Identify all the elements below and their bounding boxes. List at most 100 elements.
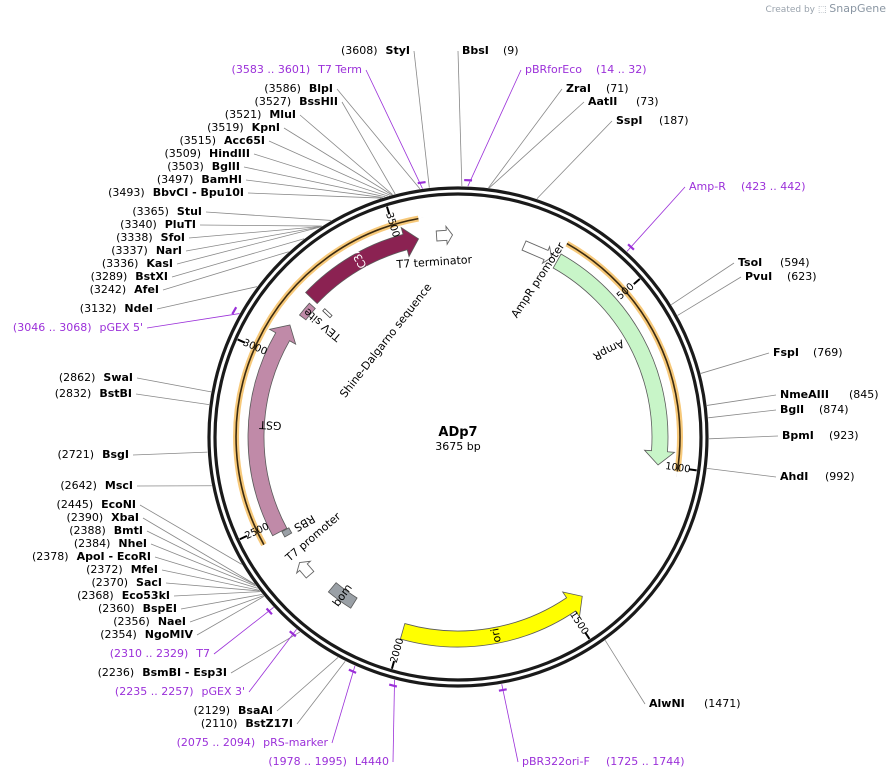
pluti-site-position: (3340) <box>120 218 157 231</box>
rbs-feature[interactable] <box>281 527 293 538</box>
msci-site-name: MscI <box>105 479 133 492</box>
gst-feature[interactable] <box>247 324 297 537</box>
alwni-site-label[interactable]: AlwNI(1471) <box>649 697 741 710</box>
bstbi-site-label[interactable]: BstBI(2832) <box>55 387 132 400</box>
apoi-ecori-site-label[interactable]: ApoI - EcoRI(2378) <box>32 550 151 563</box>
kpni-site-leader <box>283 127 393 196</box>
nhei-site-label[interactable]: NheI(2384) <box>74 537 147 550</box>
ndei-site-name: NdeI <box>124 302 153 315</box>
swai-site-leader <box>136 377 212 393</box>
mfei-site-name: MfeI <box>131 563 158 576</box>
saci-site-position: (2370) <box>91 576 128 589</box>
bpmi-site-label[interactable]: BpmI(923) <box>782 429 859 442</box>
acc65i-site-label[interactable]: Acc65I(3515) <box>179 134 265 147</box>
nhei-site-leader <box>150 543 257 587</box>
pbr322ori-f-site-position: (1725 .. 1744) <box>606 755 685 768</box>
ahdi-site-label[interactable]: AhdI(992) <box>780 470 855 483</box>
sspi-site-label[interactable]: SspI(187) <box>616 114 689 127</box>
plasmid-size: 3675 bp <box>435 440 480 453</box>
nari-site-label[interactable]: NarI(3337) <box>111 244 182 257</box>
pbr322ori-f-site-label[interactable]: pBR322ori-F(1725 .. 1744) <box>522 755 685 768</box>
blpi-site-leader <box>336 88 421 190</box>
apoi-ecori-site-leader <box>154 556 258 589</box>
bbvci-bpu10i-site-label[interactable]: BbvCI - Bpu10I(3493) <box>108 186 244 199</box>
bbvci-bpu10i-site-leader <box>247 192 382 199</box>
nmeaiii-site-label[interactable]: NmeAIII(845) <box>780 388 879 401</box>
lc3a-feature[interactable] <box>305 226 420 305</box>
ori-feature[interactable] <box>399 591 583 648</box>
bom-feature[interactable] <box>327 582 358 609</box>
pgex-5-site-label[interactable]: pGEX 5'(3046 .. 3068) <box>13 321 143 334</box>
bsgi-site-name: BsgI <box>102 448 129 461</box>
t7-term-site-label[interactable]: T7 Term(3583 .. 3601) <box>232 63 362 76</box>
bgli-site-label[interactable]: BglI(874) <box>780 403 849 416</box>
econi-site-name: EcoNI <box>101 498 136 511</box>
pgex-3-site-label[interactable]: pGEX 3'(2235 .. 2257) <box>115 685 245 698</box>
swai-site-label[interactable]: SwaI(2862) <box>59 371 133 384</box>
bmti-site-label[interactable]: BmtI(2388) <box>69 524 143 537</box>
econi-site-label[interactable]: EcoNI(2445) <box>57 498 136 511</box>
kasi-site-label[interactable]: KasI(3336) <box>102 257 173 270</box>
brand-name: SnapGene <box>829 2 886 15</box>
amp-r-site-label[interactable]: Amp-R(423 .. 442) <box>689 180 806 193</box>
ndei-site-position: (3132) <box>80 302 117 315</box>
blpi-site-label[interactable]: BlpI(3586) <box>264 82 333 95</box>
tev-site-feature[interactable] <box>298 302 316 321</box>
fspi-site-label[interactable]: FspI(769) <box>773 346 843 359</box>
bsshii-site-label[interactable]: BssHII(3527) <box>255 95 338 108</box>
fspi-site-leader <box>700 352 770 374</box>
bamhi-site-label[interactable]: BamHI(3497) <box>157 173 242 186</box>
brand-prefix: Created by <box>765 5 816 15</box>
amp-r-site-leader <box>626 186 686 252</box>
naei-site-label[interactable]: NaeI(2356) <box>113 615 186 628</box>
t7-site-leader <box>213 607 274 655</box>
pbrforeco-site-label[interactable]: pBRforEco(14 .. 32) <box>525 63 647 76</box>
styi-site-label[interactable]: StyI(3608) <box>341 44 410 57</box>
sfoi-site-label[interactable]: SfoI(3338) <box>116 231 185 244</box>
zrai-site-label[interactable]: ZraI(71) <box>566 82 629 95</box>
eco53ki-site-label[interactable]: Eco53kI(2368) <box>77 589 170 602</box>
tsoi-site-label[interactable]: TsoI(594) <box>738 256 810 269</box>
ahdi-site-leader <box>706 467 777 478</box>
aatii-site-label[interactable]: AatII(73) <box>588 95 659 108</box>
ampr-feature[interactable] <box>552 253 676 466</box>
bspei-site-label[interactable]: BspEI(2360) <box>98 602 177 615</box>
stui-site-label[interactable]: StuI(3365) <box>132 205 202 218</box>
ndei-site-label[interactable]: NdeI (3132) <box>80 302 153 315</box>
pvui-site-name: PvuI <box>745 270 772 283</box>
nhei-site-position: (2384) <box>74 537 111 550</box>
bstxi-site-label[interactable]: BstXI(3289) <box>91 270 168 283</box>
shine-dalgarno-sequence-feature[interactable] <box>322 308 333 319</box>
bsgi-site-label[interactable]: BsgI(2721) <box>58 448 129 461</box>
aatii-site-name: AatII <box>588 95 617 108</box>
t7-site-label[interactable]: T7(2310 .. 2329) <box>110 647 210 660</box>
bstz17i-site-label[interactable]: BstZ17I(2110) <box>201 717 293 730</box>
afei-site-label[interactable]: AfeI(3242) <box>90 283 159 296</box>
mfei-site-label[interactable]: MfeI(2372) <box>86 563 158 576</box>
hindiii-site-label[interactable]: HindIII(3509) <box>164 147 250 160</box>
l4440-site-label[interactable]: L4440(1978 .. 1995) <box>268 755 389 768</box>
l4440-site-leader <box>392 679 395 763</box>
pluti-site-label[interactable]: PluTI(3340) <box>120 218 196 231</box>
xbai-site-label[interactable]: XbaI(2390) <box>67 511 139 524</box>
kpni-site-label[interactable]: KpnI(3519) <box>207 121 280 134</box>
pvui-site-label[interactable]: PvuI(623) <box>745 270 817 283</box>
bmti-site-leader <box>146 530 256 586</box>
bsshii-site-name: BssHII <box>299 95 338 108</box>
t7-promoter-arrow[interactable] <box>293 557 317 581</box>
prs-marker-site-label[interactable]: pRS-marker(2075 .. 2094) <box>177 736 329 749</box>
bsmbi-esp3i-site-label[interactable]: BsmBI - Esp3I(2236) <box>98 666 227 679</box>
ampr-promoter-arrow[interactable] <box>520 237 555 265</box>
msci-site-label[interactable]: MscI(2642) <box>60 479 133 492</box>
saci-site-label[interactable]: SacI(2370) <box>91 576 162 589</box>
ngomiv-site-label[interactable]: NgoMIV(2354) <box>100 628 193 641</box>
bglii-site-label[interactable]: BglII(3503) <box>167 160 240 173</box>
t7-terminator-arrow[interactable] <box>435 224 454 246</box>
bsaai-site-label[interactable]: BsaAI(2129) <box>193 704 273 717</box>
tick-label-1500: 1500 <box>567 610 590 637</box>
alwni-site-leader <box>604 640 646 705</box>
naei-site-name: NaeI <box>158 615 186 628</box>
mlui-site-label[interactable]: MluI(3521) <box>225 108 296 121</box>
bbsi-site-label[interactable]: BbsI(9) <box>462 44 519 57</box>
